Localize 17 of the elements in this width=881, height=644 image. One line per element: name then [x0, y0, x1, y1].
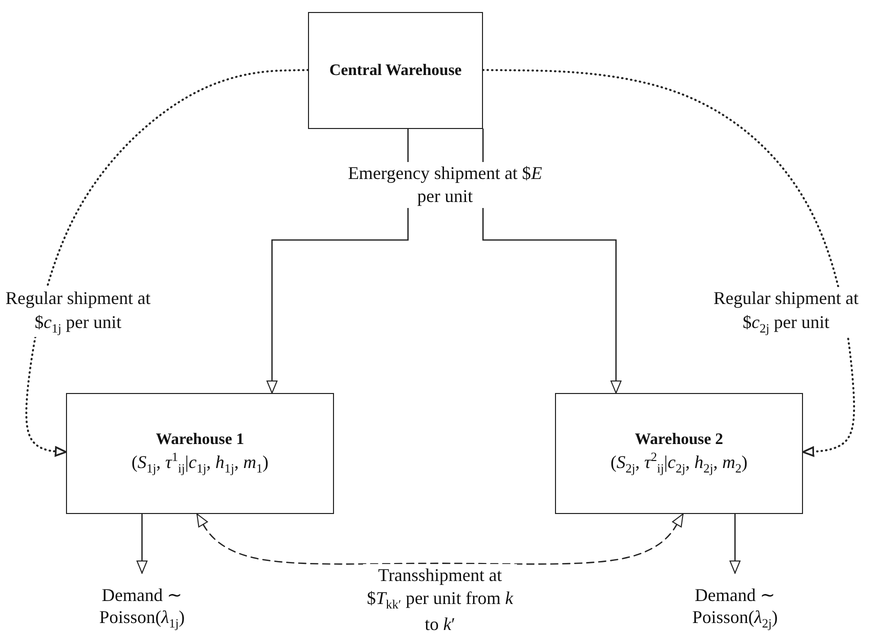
parameter-text: (S$_{2j}$, τ$^{2}$$_{ij}$|c$_{2j}$, h$_{2j}$, m$_{2}$) — [610, 450, 748, 478]
warehouse-box — [555, 393, 803, 514]
node-title: Warehouse 2 — [634, 430, 724, 450]
dotted-arrow — [482, 69, 856, 457]
parameter-text: (S$_{1j}$, τ$^{1}$$_{ij}$|c$_{1j}$, h$_{1j}$, m$_{1}$) — [131, 450, 269, 478]
node-title: Warehouse 1 — [156, 430, 244, 450]
arrow — [482, 128, 622, 394]
warehouse-box — [66, 393, 334, 514]
arrow — [136, 513, 148, 574]
node-title: Central Warehouse — [329, 60, 462, 80]
dotted-arrow — [25, 69, 309, 457]
warehouse-box — [308, 12, 483, 129]
arrow — [730, 513, 740, 574]
dashed-arrow — [196, 513, 684, 565]
arrow — [266, 128, 409, 394]
demand-text: Demand ∼ Poisson(λ$_{1j}$) — [98, 584, 186, 632]
demand-text: Demand ∼ Poisson(λ$_{2j}$) — [691, 584, 779, 632]
